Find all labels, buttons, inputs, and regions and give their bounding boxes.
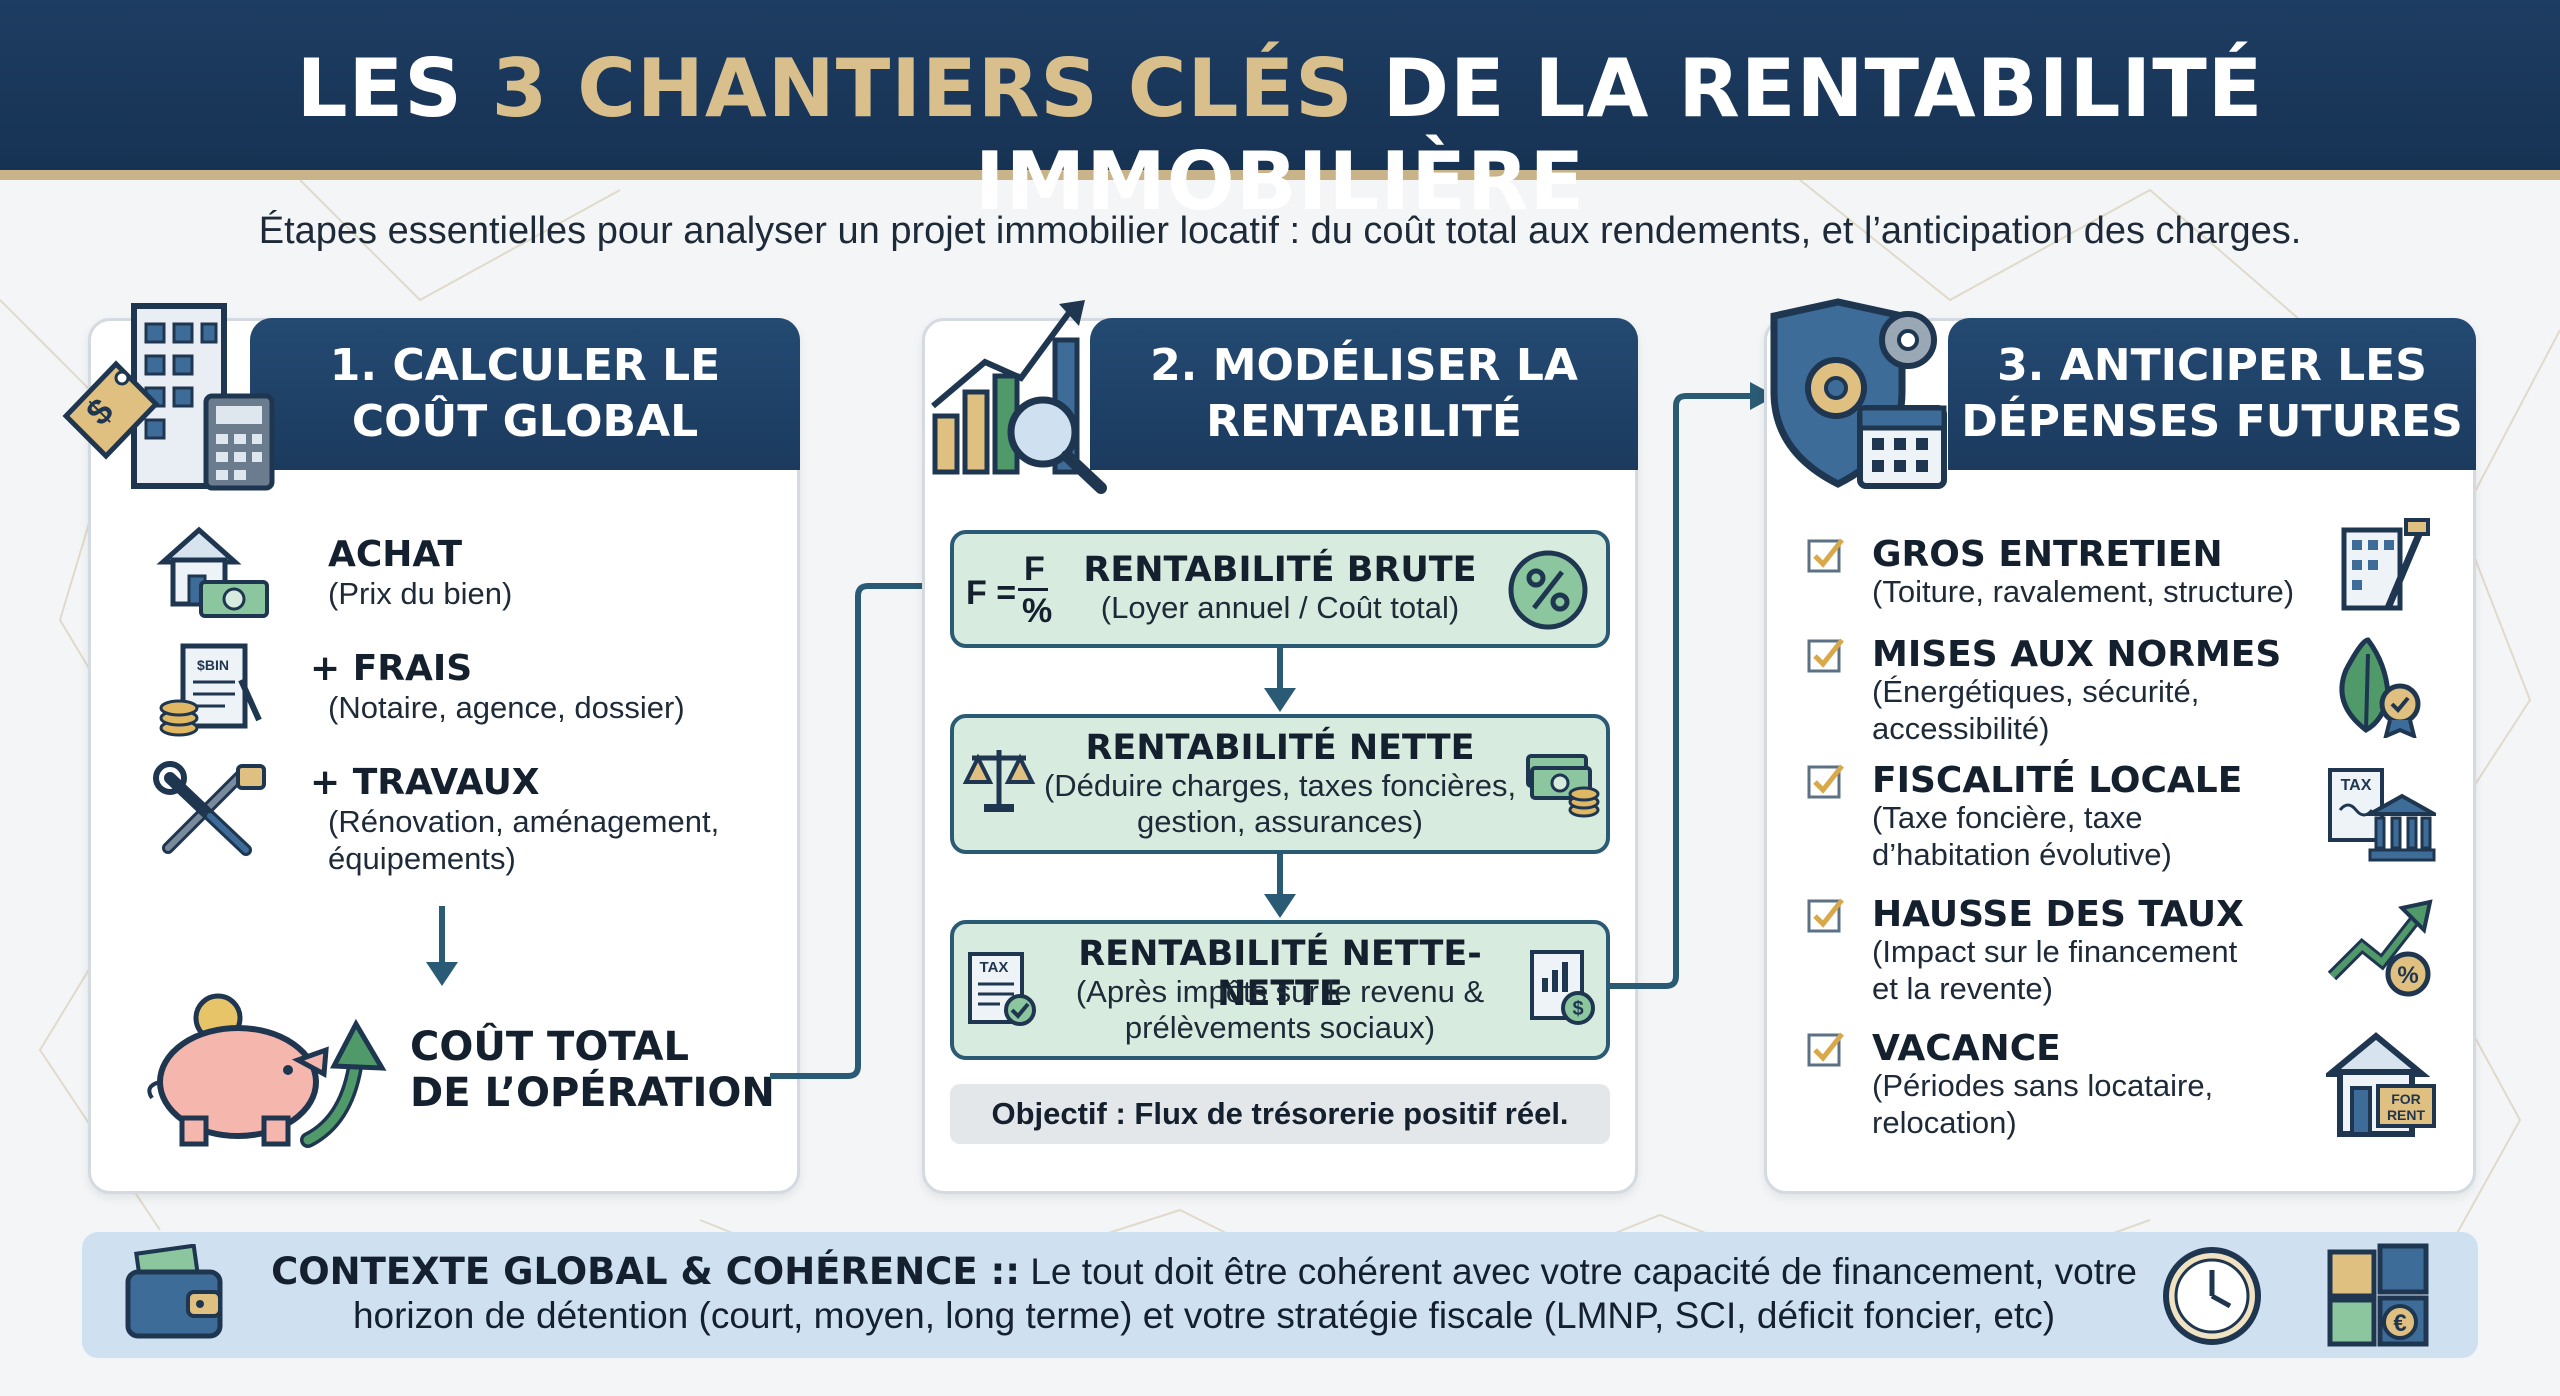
footer-label: CONTEXTE GLOBAL & COHÉRENCE :: [271, 1250, 1021, 1293]
item-travaux-title: + TRAVAUX [310, 762, 540, 803]
document-coins-icon: $BIN [159, 643, 262, 737]
chart-doc-icon: $ [1530, 950, 1595, 1025]
svg-text:TAX: TAX [2341, 777, 2372, 794]
item-fiscalite-locale-sub1: (Taxe foncière, taxe [1872, 800, 2143, 835]
trend-percent-icon: % [2327, 899, 2433, 997]
page-subtitle: Étapes essentielles pour analyser un pro… [258, 210, 2302, 252]
total-line1: COÛT TOTAL [410, 1024, 689, 1070]
page-title: LES 3 CHANTIERS CLÉS DE LA RENTABILITÉ I… [296, 42, 2264, 228]
box-nette-sub2: gestion, assurances) [1136, 804, 1424, 839]
box-brute-title: RENTABILITÉ BRUTE [1083, 550, 1477, 590]
svg-text:TAX: TAX [980, 959, 1009, 976]
header-banner [0, 0, 2560, 178]
building-repair-icon [2341, 518, 2430, 611]
header-gold-line [0, 170, 2560, 180]
arrow-down-icon [426, 906, 458, 986]
title-accent: 3 CHANTIERS CLÉS [491, 42, 1354, 135]
shield-gears-calendar-icon [1770, 298, 1947, 489]
chart-magnifier-icon [931, 300, 1107, 494]
item-frais-title: + FRAIS [310, 648, 473, 689]
item-travaux-sub2: équipements) [328, 841, 516, 876]
svg-text:€: € [2393, 1310, 2406, 1337]
footer-text: CONTEXTE GLOBAL & COHÉRENCE :: Le tout d… [271, 1250, 2137, 1336]
box-nette-nette-sub2: prélèvements sociaux) [1124, 1010, 1436, 1045]
item-achat-title: ACHAT [328, 534, 463, 575]
item-gros-entretien-sub: (Toiture, ravalement, structure) [1872, 574, 2295, 609]
item-frais-sub: (Notaire, agence, dossier) [328, 690, 685, 725]
house-for-rent-icon: FOR RENT [2326, 1032, 2436, 1137]
cash-coins-icon [1526, 754, 1600, 818]
tax-bank-icon: TAX [2328, 768, 2436, 862]
footer-context-banner [82, 1232, 2478, 1358]
svg-text:RENT: RENT [2387, 1107, 2426, 1123]
checkbox-checked-icon [1807, 538, 1844, 573]
item-travaux-sub1: (Rénovation, aménagement, [328, 804, 720, 839]
arrow-down-icon [1264, 648, 1296, 712]
item-hausse-taux-sub2: et la revente) [1872, 971, 2053, 1006]
box-nette-nette-sub1: (Après impôts sur le revenu & [1075, 974, 1485, 1009]
item-vacance-sub1: (Périodes sans locataire, [1872, 1068, 2214, 1103]
box-rentabilite-nette-nette [950, 920, 1610, 1060]
building-price-tag-icon: $ [62, 303, 275, 491]
svg-text:$: $ [1572, 998, 1583, 1020]
box-nette-nette-title: RENTABILITÉ NETTE-NETTE [1078, 934, 1482, 1014]
item-hausse-taux-title: HAUSSE DES TAUX [1872, 894, 2244, 935]
document-label: $BIN [197, 657, 229, 673]
checkbox-checked-icon [1807, 638, 1844, 673]
item-mises-aux-normes-sub1: (Énergétiques, sécurité, [1872, 674, 2200, 709]
percent-icon [1508, 550, 1588, 630]
piggy-bank-icon [147, 993, 387, 1148]
objective-note: Objectif : Flux de trésorerie positif ré… [950, 1084, 1610, 1144]
clock-icon [2163, 1247, 2261, 1345]
box-brute-sub: (Loyer annuel / Coût total) [1100, 590, 1460, 625]
house-money-icon [156, 526, 269, 618]
svg-text:FOR: FOR [2391, 1091, 2421, 1107]
item-fiscalite-locale-title: FISCALITÉ LOCALE [1872, 760, 2243, 801]
item-hausse-taux-sub1: (Impact sur le financement [1872, 934, 2238, 969]
svg-text:%: % [2397, 962, 2418, 989]
item-mises-aux-normes-title: MISES AUX NORMES [1872, 634, 2282, 675]
arrow-down-icon [1264, 854, 1296, 918]
item-fiscalite-locale-sub2: d’habitation évolutive) [1872, 837, 2172, 872]
box-rentabilite-nette [950, 714, 1610, 854]
item-achat-sub: (Prix du bien) [328, 576, 513, 611]
formula: F = F % [966, 550, 1053, 630]
puzzle-euro-icon: € [2327, 1243, 2429, 1347]
item-gros-entretien-title: GROS ENTRETIEN [1872, 534, 2223, 575]
eco-badge-icon [2339, 637, 2421, 738]
item-vacance-sub2: relocation) [1872, 1105, 2017, 1140]
box-nette-title: RENTABILITÉ NETTE [1085, 728, 1475, 768]
box-rentabilite-brute [950, 530, 1610, 648]
checkbox-checked-icon [1807, 1032, 1844, 1067]
tax-doc-icon: TAX [968, 952, 1036, 1026]
tools-icon [153, 761, 266, 856]
box-nette-sub1: (Déduire charges, taxes foncières, [1043, 768, 1517, 803]
item-mises-aux-normes-sub2: accessibilité) [1872, 711, 2050, 746]
item-vacance-title: VACANCE [1872, 1028, 2061, 1069]
wallet-icon [125, 1244, 223, 1339]
checkbox-checked-icon [1807, 898, 1844, 933]
scale-icon [962, 750, 1036, 812]
total-line2: DE L’OPÉRATION [410, 1070, 775, 1116]
connector-arrow-2 [1610, 382, 1776, 989]
checkbox-checked-icon [1807, 764, 1844, 799]
